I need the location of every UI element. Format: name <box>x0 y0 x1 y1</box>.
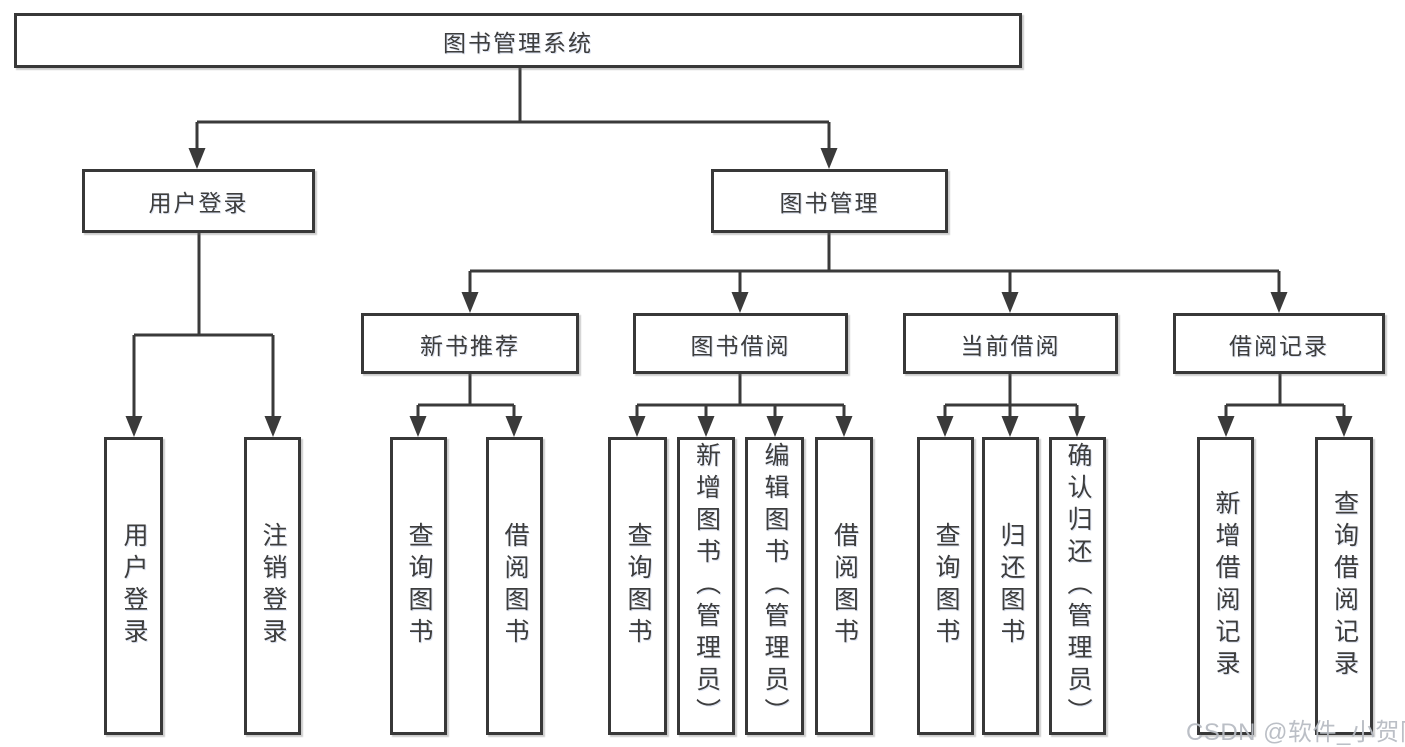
node-borrowing-records: 借阅记录 <box>1173 313 1385 374</box>
leaf-user-login: 用户登录 <box>104 437 163 735</box>
leaf-query-books-recommend: 查询图书 <box>390 437 447 735</box>
node-new-book-recommend: 新书推荐 <box>361 313 579 374</box>
leaf-borrow-books-recommend-label: 借阅图书 <box>501 522 529 650</box>
leaf-logout-login-label: 注销登录 <box>259 522 287 650</box>
leaf-add-borrow-record-label: 新增借阅记录 <box>1212 490 1240 682</box>
leaf-query-books-current: 查询图书 <box>917 437 974 735</box>
leaf-query-books-current-label: 查询图书 <box>932 522 960 650</box>
leaf-query-borrow-record-label: 查询借阅记录 <box>1330 490 1359 682</box>
node-user-login-label: 用户登录 <box>148 190 249 216</box>
node-borrowing-records-label: 借阅记录 <box>1229 332 1329 359</box>
csdn-watermark: CSDN @软件_小贺同学 <box>1186 719 1405 746</box>
node-user-login: 用户登录 <box>82 169 315 233</box>
node-new-book-recommend-label: 新书推荐 <box>420 332 520 359</box>
leaf-add-borrow-record: 新增借阅记录 <box>1197 437 1254 735</box>
node-root: 图书管理系统 <box>14 13 1022 68</box>
node-book-borrowing: 图书借阅 <box>633 313 848 374</box>
arrow-heads <box>125 148 1353 437</box>
leaf-edit-books-admin: 编辑图书（管理员） <box>745 437 804 735</box>
leaf-confirm-return-admin: 确认归还（管理员） <box>1049 437 1106 735</box>
leaf-logout-login: 注销登录 <box>244 437 301 735</box>
node-current-borrowing-label: 当前借阅 <box>960 332 1061 359</box>
leaf-user-login-label: 用户登录 <box>120 522 148 650</box>
leaf-query-books-borrowing: 查询图书 <box>608 437 667 735</box>
leaf-borrow-books-recommend: 借阅图书 <box>486 437 543 735</box>
node-root-label: 图书管理系统 <box>443 29 593 56</box>
node-book-borrowing-label: 图书借阅 <box>690 332 791 359</box>
leaf-borrow-books-borrowing-label: 借阅图书 <box>830 522 859 650</box>
leaf-return-books-label: 归还图书 <box>997 522 1025 650</box>
leaf-return-books: 归还图书 <box>982 437 1039 735</box>
leaf-edit-books-admin-label: 编辑图书（管理员） <box>761 442 789 730</box>
node-book-management-label: 图书管理 <box>779 190 880 216</box>
leaf-confirm-return-admin-label: 确认归还（管理员） <box>1064 442 1092 730</box>
leaf-query-books-recommend-label: 查询图书 <box>405 522 433 650</box>
tree-edges <box>132 66 1346 424</box>
leaf-borrow-books-borrowing: 借阅图书 <box>815 437 873 735</box>
leaf-add-books-admin: 新增图书（管理员） <box>677 437 735 735</box>
node-current-borrowing: 当前借阅 <box>903 313 1118 374</box>
leaf-query-books-borrowing-label: 查询图书 <box>624 522 652 650</box>
leaf-add-books-admin-label: 新增图书（管理员） <box>692 442 721 730</box>
leaf-query-borrow-record: 查询借阅记录 <box>1315 437 1373 735</box>
node-book-management: 图书管理 <box>711 169 948 233</box>
